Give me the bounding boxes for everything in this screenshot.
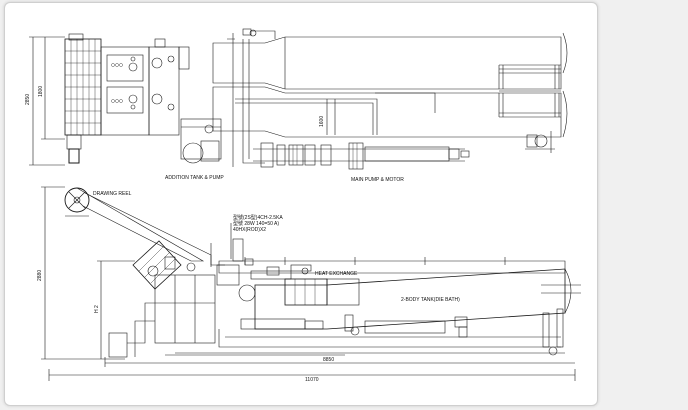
label-two-body-tank: 2-BODY TANK(DIE BATH) (401, 297, 460, 303)
label-addition-tank-pump: ADDITION TANK & PUMP (165, 175, 224, 181)
top-plan-view: ADDITION TANK & PUMP MAIN PUMP & MOTOR 2… (25, 28, 568, 183)
label-main-pump-motor: MAIN PUMP & MOTOR (351, 177, 404, 183)
dim-top-height-total: 2850 (25, 94, 31, 105)
side-elevation-view: DRAWING REEL 型號(2S型)4CH-2.5KA 型號 28W 140… (37, 186, 581, 383)
spec-line-3: 40HX(ROD)X2 (233, 227, 266, 233)
spec-line-2: 型號 28W 140=50 A) (233, 220, 279, 227)
drawing-frame: ADDITION TANK & PUMP MAIN PUMP & MOTOR 2… (4, 2, 598, 406)
label-heat-exchange: HEAT EXCHANGE (315, 271, 358, 277)
label-drawing-reel: DRAWING REEL (93, 191, 132, 197)
dim-top-width-small: 1600 (319, 116, 325, 127)
dim-bottom-width-mid: 8850 (323, 357, 334, 363)
dim-bottom-height-total: 2880 (37, 270, 43, 281)
dim-bottom-height-inner: H 2 (94, 305, 100, 313)
dim-top-height-inner: 1800 (38, 86, 44, 97)
spec-line-1: 型號(2S型)4CH-2.5KA (233, 214, 283, 221)
engineering-drawing: ADDITION TANK & PUMP MAIN PUMP & MOTOR 2… (25, 28, 581, 383)
dim-bottom-width-total: 11070 (305, 377, 319, 383)
